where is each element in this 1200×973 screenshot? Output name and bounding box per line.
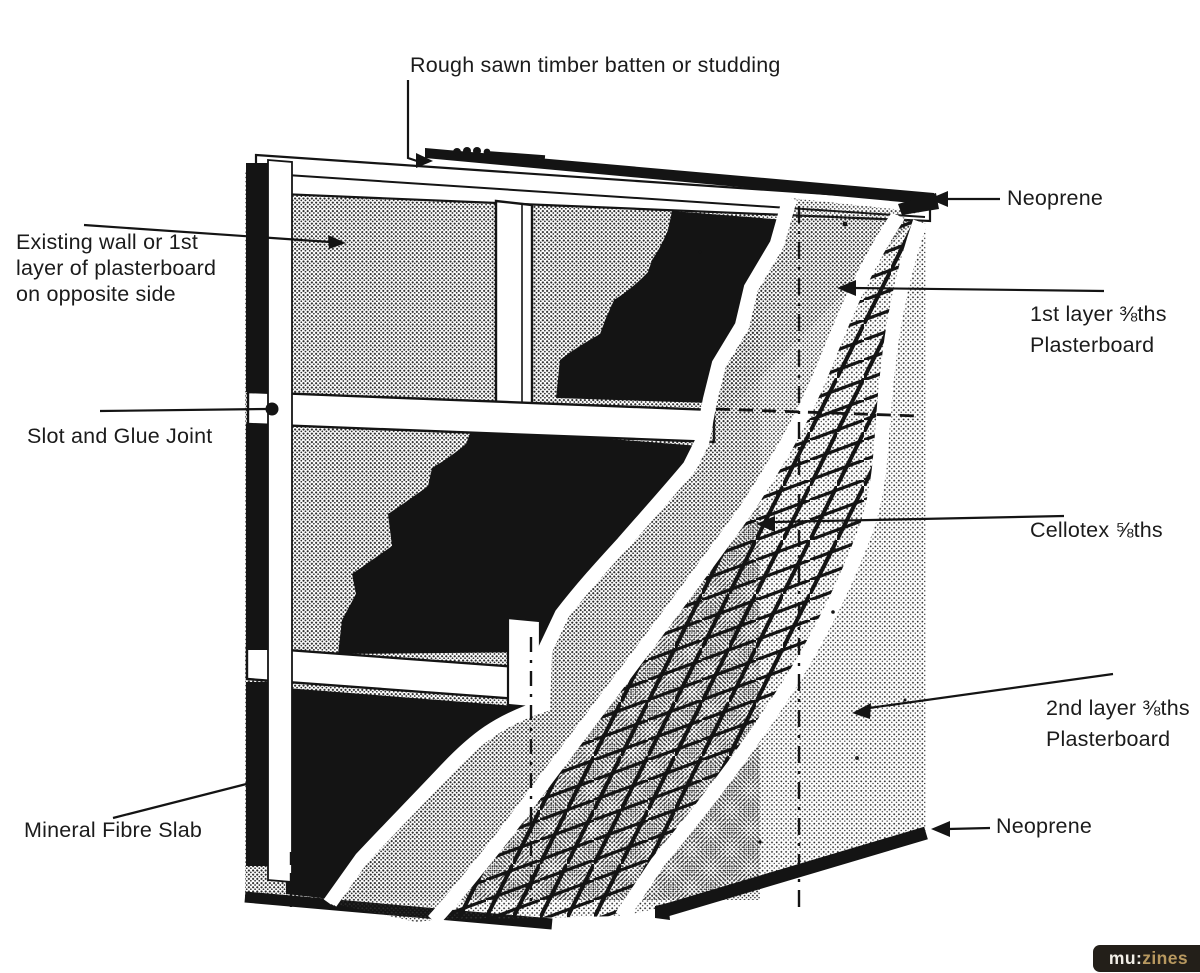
mineral-fibre-middle-bay (338, 428, 700, 654)
muzines-badge-mu: mu (1108, 948, 1136, 968)
left-batten (246, 163, 268, 866)
label-second-layer-line1: 2nd layer ⅜ths (1046, 696, 1190, 720)
leader-lines (83, 80, 1114, 831)
paper-specks (698, 221, 907, 844)
hidden-lines (289, 206, 919, 912)
middle-stud (494, 199, 534, 432)
neoprene-strip-bottom (655, 826, 928, 920)
left-batten-face (267, 159, 293, 883)
neoprene-strip-top (898, 193, 939, 215)
muzines-watermark-badge[interactable]: mu:zines (1092, 945, 1200, 972)
label-second-layer-line2: Plasterboard (1046, 727, 1171, 751)
label-first-layer-line2: Plasterboard (1030, 333, 1155, 357)
label-first-layer-line1: 1st layer ⅜ths (1030, 302, 1167, 326)
label-mineral-fibre-slab: Mineral Fibre Slab (24, 818, 203, 842)
mineral-fibre-upper-bay (556, 211, 786, 403)
muzines-badge-separator: : (1135, 948, 1143, 968)
second-layer-plasterboard-region (622, 220, 926, 916)
top-beam-edge (425, 148, 934, 205)
label-rough-sawn-timber: Rough sawn timber batten or studding (410, 53, 781, 77)
slot-glue-joint-dot (265, 402, 279, 416)
leader-arrowheads (328, 153, 950, 837)
label-neoprene-bottom: Neoprene (996, 814, 1093, 838)
muzines-badge-zines: zines (1142, 948, 1188, 968)
label-first-layer-plasterboard: 1st layer ⅜ths Plasterboard (1030, 299, 1167, 361)
label-existing-wall: Existing wall or 1st layer of plasterboa… (16, 229, 216, 307)
label-slot-glue-joint: Slot and Glue Joint (27, 424, 213, 448)
cellotex-band (436, 216, 920, 920)
rough-texture-squiggle (453, 147, 546, 159)
label-cellotex: Cellotex ⅝ths (1030, 518, 1163, 542)
label-existing-wall-line2: layer of plasterboard (16, 256, 217, 280)
label-existing-wall-line3: on opposite side (16, 282, 176, 306)
label-existing-wall-line1: Existing wall or 1st (16, 230, 199, 254)
torn-edges (327, 197, 922, 921)
label-second-layer-plasterboard: 2nd layer ⅜ths Plasterboard (1046, 693, 1190, 755)
label-neoprene-top: Neoprene (1007, 186, 1104, 210)
